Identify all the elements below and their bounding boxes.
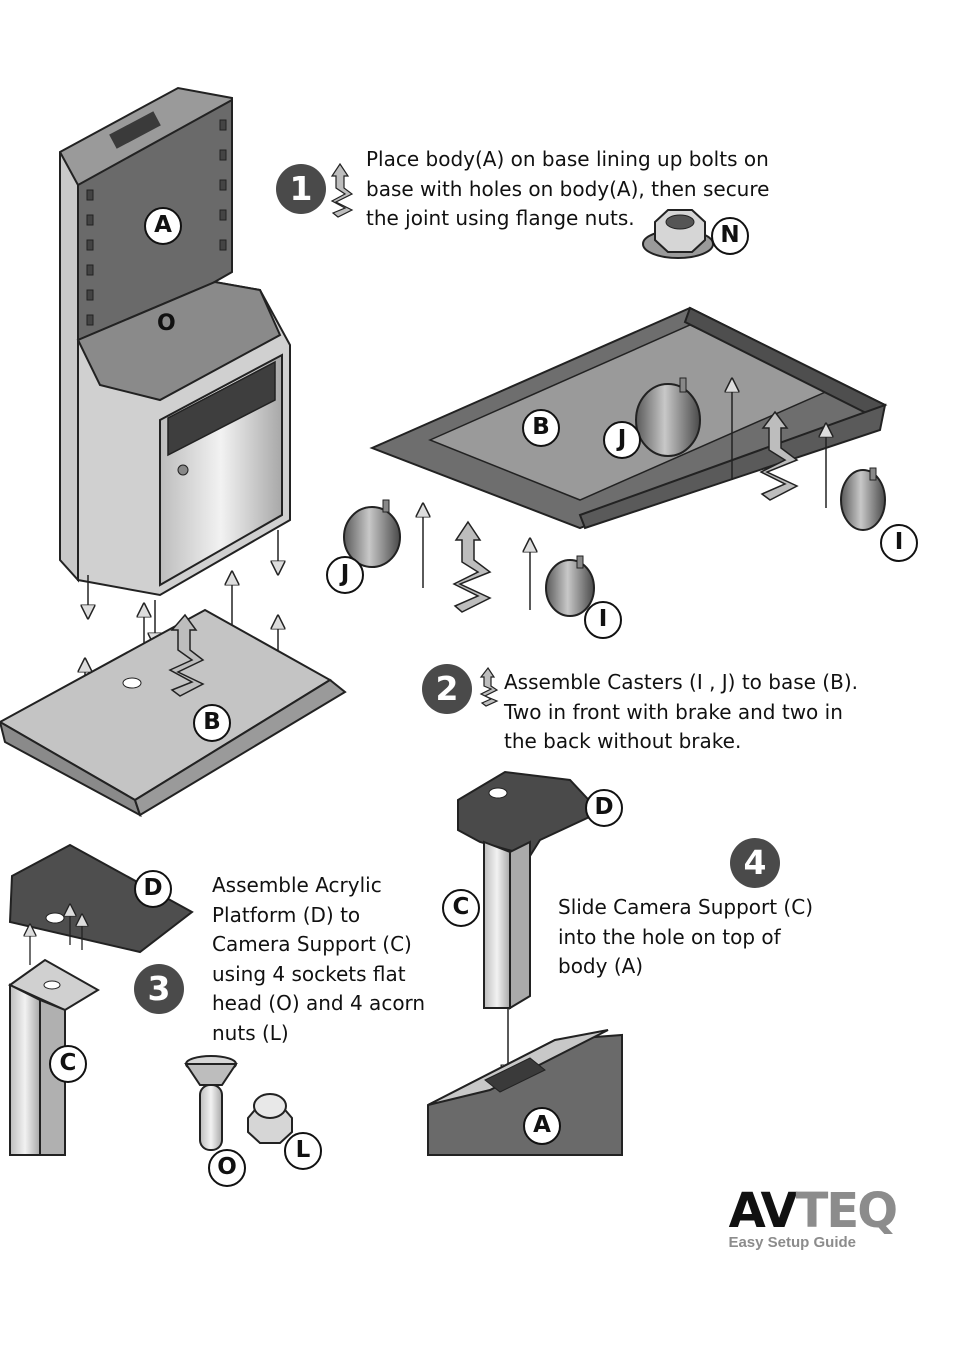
brand-tagline: Easy Setup Guide xyxy=(728,1234,856,1251)
step-3-line-5: head (O) and 4 acorn xyxy=(212,991,426,1015)
callout-b-base: B xyxy=(193,704,231,742)
step-4-line-1: Slide Camera Support (C) xyxy=(558,895,813,919)
callout-j-upper: J xyxy=(603,421,641,459)
body-a-top-step4 xyxy=(427,1029,623,1156)
base-b-underside-illustration xyxy=(369,306,888,530)
twist-symbols-step2 xyxy=(452,410,799,613)
callout-j-lower: J xyxy=(326,556,364,594)
caster-i-upper xyxy=(840,467,886,531)
callout-o-screw: O xyxy=(208,1149,246,1187)
step-4-line-2: into the hole on top of xyxy=(558,924,781,949)
callout-i-lower: I xyxy=(584,601,622,639)
step-1-line-2: base with holes on body(A), then secure xyxy=(366,176,770,201)
caster-arrows-step2 xyxy=(423,385,826,610)
callout-i-upper: I xyxy=(880,524,918,562)
caster-j-lower xyxy=(343,499,401,568)
acorn-nut-l xyxy=(247,1093,293,1144)
step-4-line-3: body (A) xyxy=(558,954,644,978)
callout-a-body: A xyxy=(144,207,182,245)
callout-l-acorn-nut: L xyxy=(284,1132,322,1170)
camera-support-c-step3 xyxy=(8,958,100,1156)
callout-n-flange-nut: N xyxy=(711,217,749,255)
twist-icon-step1 xyxy=(330,162,354,218)
callout-d-step4: D xyxy=(585,789,623,827)
twist-symbol-step1 xyxy=(168,613,205,697)
step-2-text: Assemble Casters (I , J) to base (B). Tw… xyxy=(504,668,858,757)
callout-a-step4: A xyxy=(523,1107,561,1145)
step-3-line-2: Platform (D) to xyxy=(212,902,361,927)
socket-screw-o xyxy=(184,1055,238,1151)
step-2-line-3: the back without brake. xyxy=(504,729,742,753)
label-o-body: O xyxy=(157,311,176,336)
step-1-line-3: the joint using flange nuts. xyxy=(366,206,635,230)
twist-icon-step2 xyxy=(479,666,499,707)
step-3-line-3: Camera Support (C) xyxy=(212,932,412,956)
step-3-line-1: Assemble Acrylic xyxy=(212,873,382,897)
caster-j-upper xyxy=(635,377,701,457)
step-4-number: 4 xyxy=(730,838,780,888)
step-2-line-2: Two in front with brake and two in xyxy=(504,699,843,724)
brand-name-part2: TEQ xyxy=(795,1183,898,1239)
avteq-logo: AVTEQ Easy Setup Guide xyxy=(682,1183,898,1251)
step-2-line-1: Assemble Casters (I , J) to base (B). xyxy=(504,670,858,694)
step-2-number: 2 xyxy=(422,664,472,714)
step-3-text: Assemble Acrylic Platform (D) to Camera … xyxy=(212,871,425,1048)
body-a-illustration xyxy=(59,86,291,597)
caster-i-lower xyxy=(545,555,595,617)
brand-name: AVTEQ xyxy=(682,1183,898,1239)
acrylic-platform-illustration xyxy=(8,843,194,954)
callout-c-step3: C xyxy=(49,1045,87,1083)
brand-name-part1: AV xyxy=(728,1183,798,1239)
flange-nut-illustration xyxy=(642,209,714,259)
camera-support-c-step4 xyxy=(457,770,602,1010)
base-b-illustration xyxy=(0,608,347,818)
step-3-line-6: nuts (L) xyxy=(212,1020,289,1045)
step-1-number: 1 xyxy=(276,164,326,214)
callout-c-step4: C xyxy=(442,889,480,927)
step-3-number: 3 xyxy=(134,964,184,1014)
platform-arrows-step3 xyxy=(30,910,82,965)
step-3-line-4: using 4 sockets flat xyxy=(212,961,406,986)
step-1-line-1: Place body(A) on base lining up bolts on xyxy=(366,147,769,171)
step-1-text: Place body(A) on base lining up bolts on… xyxy=(366,145,769,234)
callout-d-step3: D xyxy=(134,870,172,908)
callout-b-base-underside: B xyxy=(522,409,560,447)
step-4-text: Slide Camera Support (C) into the hole o… xyxy=(558,893,813,982)
